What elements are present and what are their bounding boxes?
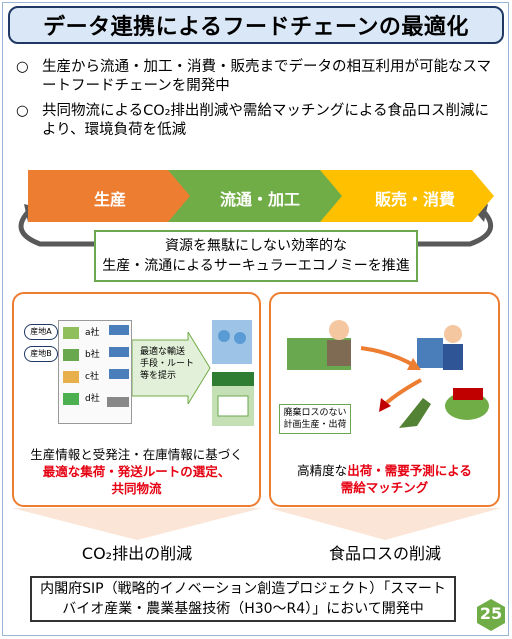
title-banner: データ連携によるフードチェーンの最適化 [8, 6, 504, 44]
bullet-text: 生産から流通・加工・消費・販売までデータの相互利用が可能なスマートフードチェーン… [42, 59, 492, 94]
logistics-caption-line-1: 生産情報と受発注・在庫情報に基づく [30, 447, 243, 462]
matching-panel: 廃棄ロスのない 計画生産・出荷 高精度な出荷・需要予測による 需給マッチング [269, 292, 500, 507]
plan-box-line-1: 廃棄ロスのない [283, 408, 347, 418]
route-line-2: 手段・ルート [140, 359, 195, 369]
matching-caption-prefix: 高精度な [297, 463, 348, 478]
produce-illustration: a社 b社 c社 d社 [58, 320, 132, 424]
stage-arrow-distribution [168, 170, 344, 222]
matching-caption-line-2: 需給マッチング [340, 480, 429, 495]
footer-line-2: バイオ産業・農業基盤技術（H30～R4）」において開発中 [62, 601, 424, 617]
bullet-item: ○ 生産から流通・加工・消費・販売までデータの相互利用が可能なスマートフードチェ… [14, 58, 500, 96]
stage-label-production: 生産 [93, 190, 126, 209]
supply-chain-diagram [0, 170, 512, 270]
route-line-1: 最適な輸送 [140, 347, 186, 357]
matching-caption-red: 出荷・需要予測による [347, 463, 472, 478]
company-tag-a: a社 [85, 328, 100, 338]
bullet-mark: ○ [16, 103, 29, 119]
route-arrow [132, 332, 211, 404]
stage-label-retail: 販売・消費 [374, 190, 455, 209]
logistics-panel: 産地A 産地B a社 b社 c社 d社 最適な輸送 手段・ルート 等を提示 [12, 292, 261, 507]
page-title: データ連携によるフードチェーンの最適化 [43, 15, 469, 40]
circular-economy-box: 資源を無駄にしない効率的な 生産・流通によるサーキュラーエコノミーを推進 [94, 230, 418, 282]
result-food-loss: 食品ロスの削減 [328, 544, 441, 563]
page-number-badge: 25 [474, 598, 508, 632]
bullet-text: 共同物流によるCO₂排出削減や需給マッチングによる食品ロス削減により、環境負荷を… [42, 103, 489, 138]
company-tag-c: c社 [85, 372, 99, 382]
plan-box-line-2: 計画生産・出荷 [283, 420, 347, 430]
company-tag-d: d社 [85, 394, 100, 404]
circular-line-1: 資源を無駄にしない効率的な [165, 238, 347, 254]
matching-caption: 高精度な出荷・需要予測による 需給マッチング [271, 462, 498, 496]
farm-tag-b: 産地B [24, 346, 58, 362]
bullet-list: ○ 生産から流通・加工・消費・販売までデータの相互利用が可能なスマートフードチェ… [14, 58, 500, 146]
logistics-caption-line-3: 共同物流 [111, 481, 162, 496]
footer-note: 内閣府SIP（戦略的イノベーション創造プロジェクト）「スマート バイオ産業・農業… [30, 576, 456, 622]
bullet-mark: ○ [16, 59, 29, 75]
logistics-caption: 生産情報と受発注・在庫情報に基づく 最適な集荷・発送ルートの選定、 共同物流 [14, 446, 259, 497]
matching-illustration [287, 320, 489, 428]
result-co2: CO₂排出の削減 [81, 544, 193, 563]
route-line-3: 等を提示 [140, 371, 177, 381]
stage-arrow-retail [320, 170, 494, 222]
circular-line-2: 生産・流通によるサーキュラーエコノミーを推進 [102, 258, 410, 274]
bullet-item: ○ 共同物流によるCO₂排出削減や需給マッチングによる食品ロス削減により、環境負… [14, 102, 500, 140]
stage-arrow-production [28, 170, 192, 222]
page-number: 25 [479, 604, 503, 623]
down-arrow-left [12, 508, 262, 540]
stage-label-distribution: 流通・加工 [219, 190, 300, 209]
warehouse-illustration [210, 316, 256, 436]
farm-tag-a: 産地A [24, 324, 58, 340]
plan-box: 廃棄ロスのない 計画生産・出荷 [279, 404, 351, 434]
footer-line-1: 内閣府SIP（戦略的イノベーション創造プロジェクト）「スマート [40, 581, 446, 597]
logistics-caption-line-2: 最適な集荷・発送ルートの選定、 [42, 464, 231, 479]
route-box-text: 最適な輸送 手段・ルート 等を提示 [140, 346, 196, 382]
company-tag-b: b社 [85, 350, 100, 360]
down-arrow-right [269, 508, 501, 540]
